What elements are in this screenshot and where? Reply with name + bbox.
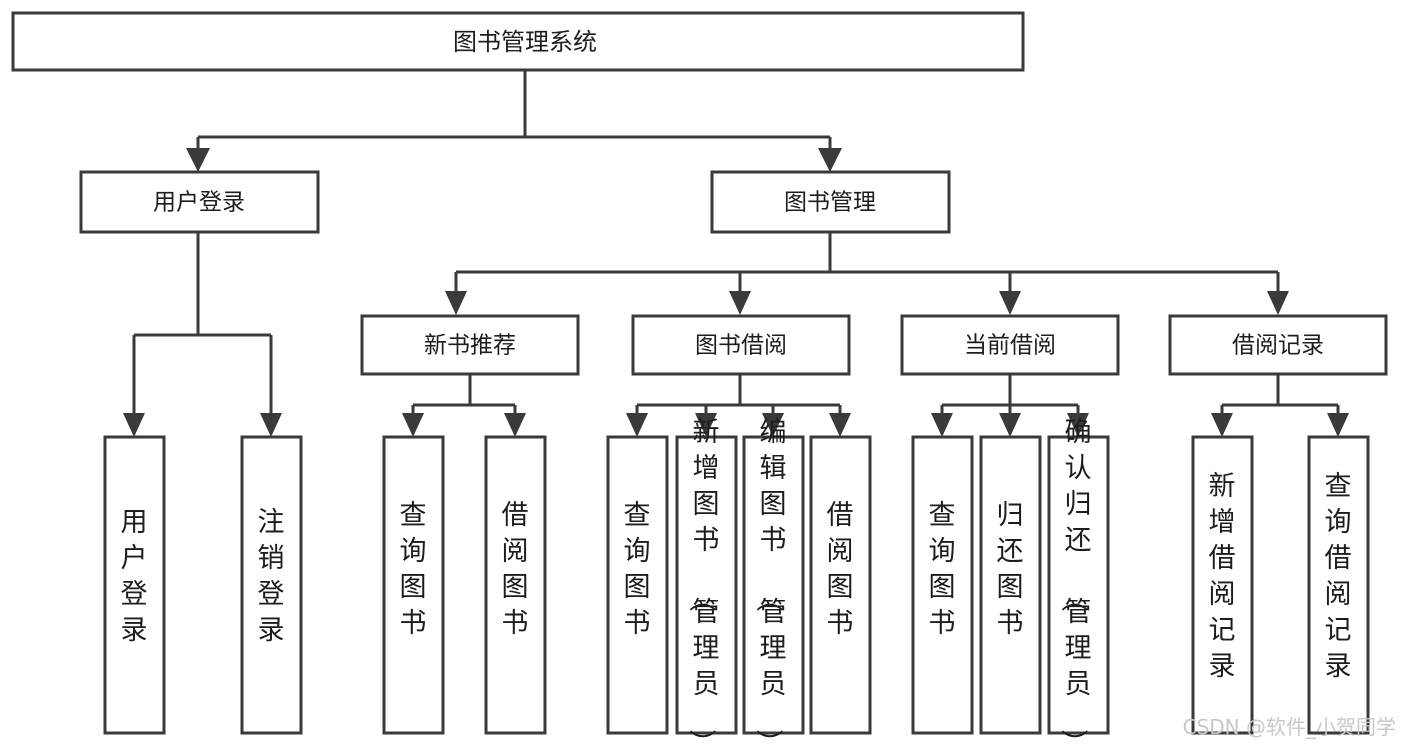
arrowhead-book-manage bbox=[818, 148, 842, 172]
leaf-node[interactable]: 查询图书 bbox=[606, 435, 669, 735]
leaf-bb-add-book-box[interactable] bbox=[675, 435, 738, 735]
leaf-cb-return-book-label: 归还图书 bbox=[997, 500, 1024, 639]
leaf-bb-edit-book-box[interactable] bbox=[742, 435, 805, 735]
leaf-bb-borrow-book-label: 借阅图书 bbox=[827, 500, 854, 639]
leaf-user-login-box[interactable] bbox=[103, 435, 166, 735]
leaf-br-query-record-box[interactable] bbox=[1307, 435, 1370, 735]
leaf-node[interactable]: 注销登录 bbox=[240, 435, 303, 735]
leaf-cb-query-book-box[interactable] bbox=[911, 435, 974, 735]
arrowhead-nb-leaf-1 bbox=[402, 413, 424, 437]
node-current-borrow-label: 当前借阅 bbox=[964, 333, 1056, 359]
leaf-bb-query-book-label: 查询图书 bbox=[624, 500, 651, 639]
node-new-book-recommend-label: 新书推荐 bbox=[424, 333, 516, 359]
leaf-node[interactable]: 借阅图书 bbox=[809, 435, 872, 735]
arrowhead-new-book bbox=[445, 291, 467, 315]
leaf-br-add-record-label: 新增借阅记录 bbox=[1209, 471, 1236, 682]
arrowhead-br-leaf-2 bbox=[1327, 413, 1349, 437]
node-user-login-label: 用户登录 bbox=[153, 190, 245, 216]
node-book-borrow-label: 图书借阅 bbox=[695, 333, 787, 359]
node-current-borrow[interactable]: 当前借阅 bbox=[900, 314, 1120, 376]
arrowhead-user-login bbox=[186, 148, 210, 172]
node-current-borrow-box[interactable] bbox=[900, 314, 1120, 376]
leaf-bb-query-book-box[interactable] bbox=[606, 435, 669, 735]
node-user-login[interactable]: 用户登录 bbox=[79, 170, 320, 234]
leaf-node[interactable]: 编辑图书（管理员） bbox=[742, 417, 805, 747]
leaf-node[interactable]: 借阅图书 bbox=[484, 435, 547, 735]
node-book-manage-label: 图书管理 bbox=[784, 190, 876, 216]
node-new-book-recommend[interactable]: 新书推荐 bbox=[360, 314, 580, 376]
node-new-book-recommend-box[interactable] bbox=[360, 314, 580, 376]
leaf-node[interactable]: 新增借阅记录 bbox=[1191, 435, 1254, 735]
leaf-node[interactable]: 归还图书 bbox=[979, 435, 1042, 735]
leaf-cb-return-book-box[interactable] bbox=[979, 435, 1042, 735]
arrowhead-cb-leaf-2 bbox=[999, 413, 1021, 437]
leaf-logout-box[interactable] bbox=[240, 435, 303, 735]
arrowhead-bb-leaf-3 bbox=[762, 413, 784, 437]
node-user-login-box[interactable] bbox=[79, 170, 320, 234]
node-book-borrow-box[interactable] bbox=[631, 314, 851, 376]
arrowhead-br-leaf-1 bbox=[1211, 413, 1233, 437]
leaf-cb-confirm-return-label: 确认归还（管理员） bbox=[1058, 417, 1092, 747]
leaf-br-add-record-box[interactable] bbox=[1191, 435, 1254, 735]
arrowhead-leaf-logout bbox=[260, 413, 282, 437]
node-root-box[interactable] bbox=[11, 11, 1025, 72]
node-book-borrow[interactable]: 图书借阅 bbox=[631, 314, 851, 376]
arrowhead-layer bbox=[123, 148, 1349, 437]
leaf-nb-borrow-book-box[interactable] bbox=[484, 435, 547, 735]
leaf-layer: 用户登录 注销登录 查询图书 借阅图书 查询图书 新增图书 bbox=[103, 417, 1370, 747]
leaf-node[interactable]: 查询图书 bbox=[911, 435, 974, 735]
leaf-node[interactable]: 用户登录 bbox=[103, 435, 166, 735]
node-book-manage-box[interactable] bbox=[710, 170, 951, 234]
leaf-bb-edit-book-label: 编辑图书（管理员） bbox=[753, 417, 787, 747]
leaf-bb-borrow-book-box[interactable] bbox=[809, 435, 872, 735]
node-root-label: 图书管理系统 bbox=[453, 28, 597, 56]
leaf-logout-label: 注销登录 bbox=[258, 507, 285, 646]
leaf-nb-borrow-book-label: 借阅图书 bbox=[502, 500, 529, 639]
leaf-node[interactable]: 查询借阅记录 bbox=[1307, 435, 1370, 735]
leaf-node[interactable]: 新增图书（管理员） bbox=[675, 417, 738, 747]
node-borrow-record-label: 借阅记录 bbox=[1232, 333, 1324, 359]
arrowhead-cb-leaf-1 bbox=[931, 413, 953, 437]
leaf-br-query-record-label: 查询借阅记录 bbox=[1325, 471, 1352, 682]
csdn-watermark: CSDN @软件_小贺同学 bbox=[1183, 715, 1396, 739]
leaf-nb-query-book-box[interactable] bbox=[382, 435, 445, 735]
leaf-bb-add-book-label: 新增图书（管理员） bbox=[686, 417, 720, 747]
node-book-manage[interactable]: 图书管理 bbox=[710, 170, 951, 234]
arrowhead-cb-leaf-3 bbox=[1067, 413, 1089, 437]
arrowhead-leaf-user-login bbox=[123, 413, 145, 437]
arrowhead-bb-leaf-1 bbox=[626, 413, 648, 437]
leaf-cb-query-book-label: 查询图书 bbox=[929, 500, 956, 639]
node-root[interactable]: 图书管理系统 bbox=[11, 11, 1025, 72]
leaf-node[interactable]: 查询图书 bbox=[382, 435, 445, 735]
leaf-node[interactable]: 确认归还（管理员） bbox=[1047, 417, 1110, 747]
leaf-cb-confirm-return-box[interactable] bbox=[1047, 435, 1110, 735]
leaf-user-login-label: 用户登录 bbox=[121, 507, 148, 646]
arrowhead-borrow-record bbox=[1267, 291, 1289, 315]
leaf-nb-query-book-label: 查询图书 bbox=[400, 500, 427, 639]
node-borrow-record[interactable]: 借阅记录 bbox=[1168, 314, 1388, 376]
arrowhead-nb-leaf-2 bbox=[504, 413, 526, 437]
arrowhead-book-borrow bbox=[729, 291, 751, 315]
arrowhead-bb-leaf-2 bbox=[695, 413, 717, 437]
arrowhead-bb-leaf-4 bbox=[829, 413, 851, 437]
node-borrow-record-box[interactable] bbox=[1168, 314, 1388, 376]
arrowhead-current-borrow bbox=[999, 291, 1021, 315]
